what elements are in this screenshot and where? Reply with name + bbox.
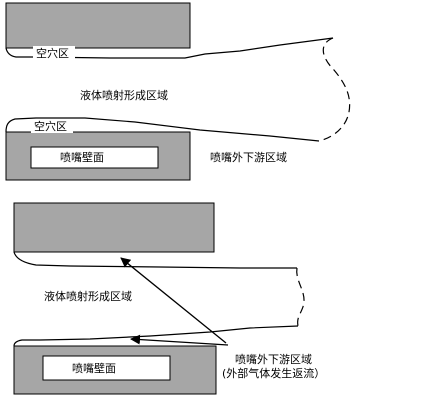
bottom-upper-jet-boundary xyxy=(13,251,297,269)
top-lower-jet-boundary xyxy=(5,117,320,142)
bottom-figure: 液体喷射形成区域 喷嘴壁面 喷嘴外下游区域 (外部气体发生返流） xyxy=(13,202,325,395)
top-jet-front-dashed xyxy=(318,37,351,142)
bottom-lower-jet-boundary xyxy=(13,325,299,347)
top-cavity-label-lower: 空穴区 xyxy=(34,119,67,133)
top-cavity-label-upper-bg xyxy=(33,46,75,60)
top-nozzle-wall-label-box xyxy=(30,146,159,169)
bottom-nozzle-wall-label-box xyxy=(42,355,171,381)
top-figure: 空穴区 液体喷射形成区域 空穴区 喷嘴壁面 喷嘴外下游区域 xyxy=(5,2,351,181)
bottom-jet-region-label: 液体喷射形成区域 xyxy=(44,289,132,303)
bottom-upper-nozzle-wall xyxy=(13,202,215,253)
top-cavity-label-lower-bg xyxy=(31,119,73,133)
top-cavity-label-upper: 空穴区 xyxy=(36,46,69,60)
top-nozzle-wall-label: 喷嘴壁面 xyxy=(60,150,104,164)
top-upper-nozzle-wall xyxy=(5,2,191,49)
bottom-backflow-label: (外部气体发生返流） xyxy=(222,366,325,380)
top-jet-region-label: 液体喷射形成区域 xyxy=(80,88,168,102)
bottom-jet-front-dashed xyxy=(296,267,305,327)
top-upper-jet-boundary xyxy=(5,37,334,59)
bottom-downstream-label: 喷嘴外下游区域 xyxy=(235,353,312,366)
bottom-nozzle-wall-label: 喷嘴壁面 xyxy=(72,361,116,375)
top-downstream-label: 喷嘴外下游区域 xyxy=(210,151,287,164)
backflow-arrow-upper xyxy=(120,257,227,344)
backflow-arrow-lower xyxy=(130,334,229,346)
